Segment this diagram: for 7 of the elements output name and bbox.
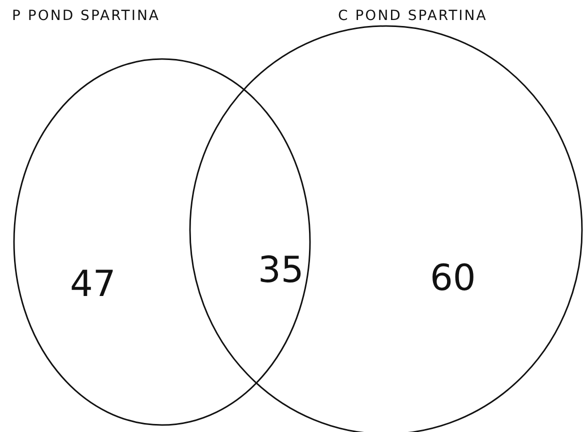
count-value: 60 [430,258,476,299]
venn-circle [12,8,312,428]
set-title: P POND SPARTINA [12,8,160,24]
overlap-count: 35 [258,250,304,291]
count-value: 47 [70,264,116,305]
venn-circle [188,8,584,430]
set-title: C POND SPARTINA [338,8,488,24]
